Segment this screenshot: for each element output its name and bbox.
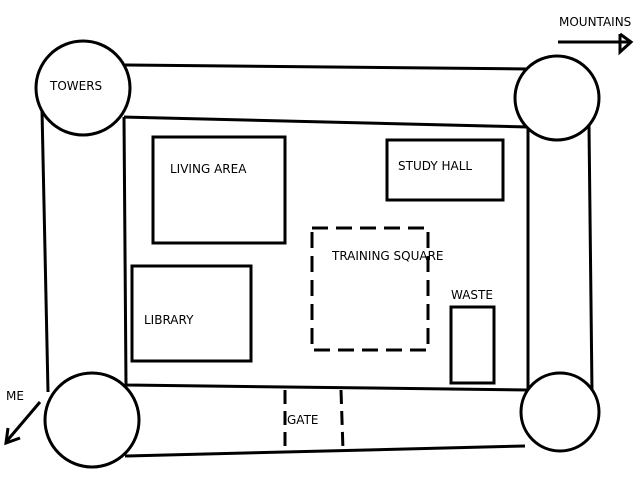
tower-southeast: [519, 371, 601, 453]
mountains-label: MOUNTAINS: [559, 15, 632, 29]
tower-southwest: [43, 371, 141, 469]
living-area-box: [151, 135, 287, 245]
me-label: ME: [6, 389, 24, 403]
mountains-arrow-icon: [558, 32, 634, 56]
training-square-label: TRAINING SQUARE: [332, 249, 444, 263]
library-label: LIBRARY: [144, 313, 194, 327]
study-hall-label: STUDY HALL: [398, 159, 473, 173]
outer-wall: [40, 63, 594, 458]
living-area-label: LIVING AREA: [170, 162, 247, 176]
towers-label: TOWERS: [50, 79, 103, 93]
me-arrow-icon: [4, 401, 42, 446]
gate-label: GATE: [287, 413, 319, 427]
training-square-box: [310, 226, 430, 352]
tower-northwest: [34, 39, 132, 137]
study-hall-box: [385, 138, 505, 202]
tower-northeast: [513, 54, 601, 142]
gate-opening: [283, 389, 345, 452]
library-box: [130, 264, 253, 363]
waste-box: [449, 305, 496, 385]
waste-label: WASTE: [451, 288, 493, 302]
